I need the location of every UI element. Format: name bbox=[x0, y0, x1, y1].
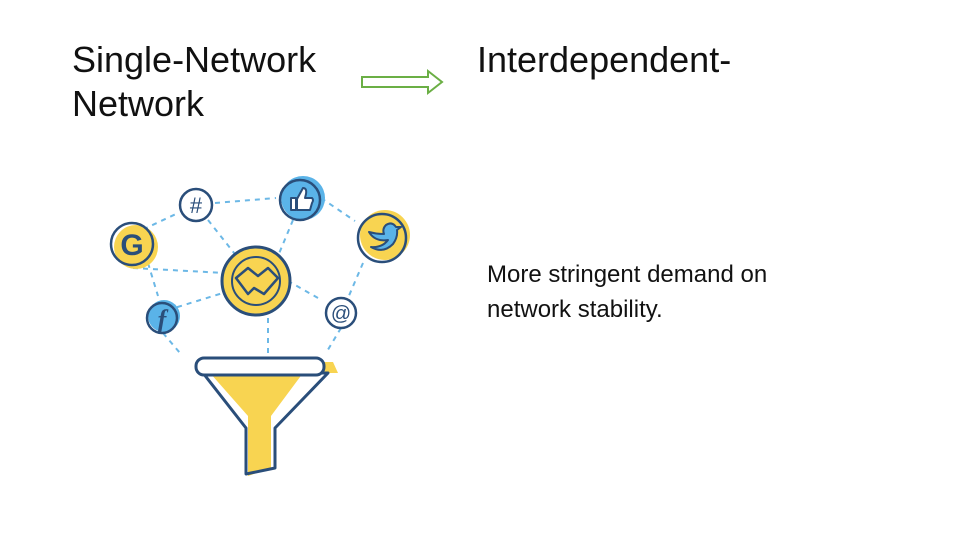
facebook-glyph: f bbox=[158, 305, 169, 334]
at-sign-icon: @ bbox=[324, 296, 358, 330]
hashtag-glyph: # bbox=[190, 193, 203, 218]
facebook-icon: f bbox=[145, 300, 180, 335]
social-network-funnel-illustration: # G f @ bbox=[109, 176, 410, 476]
right-heading: Interdependent- bbox=[477, 39, 732, 80]
google-icon: G bbox=[109, 221, 158, 269]
thumbs-up-icon bbox=[278, 176, 325, 222]
twitter-icon bbox=[356, 210, 410, 264]
handshake-icon bbox=[220, 245, 292, 317]
funnel-icon bbox=[194, 356, 338, 476]
right-arrow-icon bbox=[361, 68, 444, 96]
at-glyph: @ bbox=[331, 303, 351, 325]
left-heading: Single-Network Network bbox=[72, 39, 317, 124]
body-text: More stringent demand on network stabili… bbox=[487, 261, 768, 323]
google-glyph: G bbox=[120, 229, 143, 262]
hashtag-icon: # bbox=[178, 187, 214, 223]
